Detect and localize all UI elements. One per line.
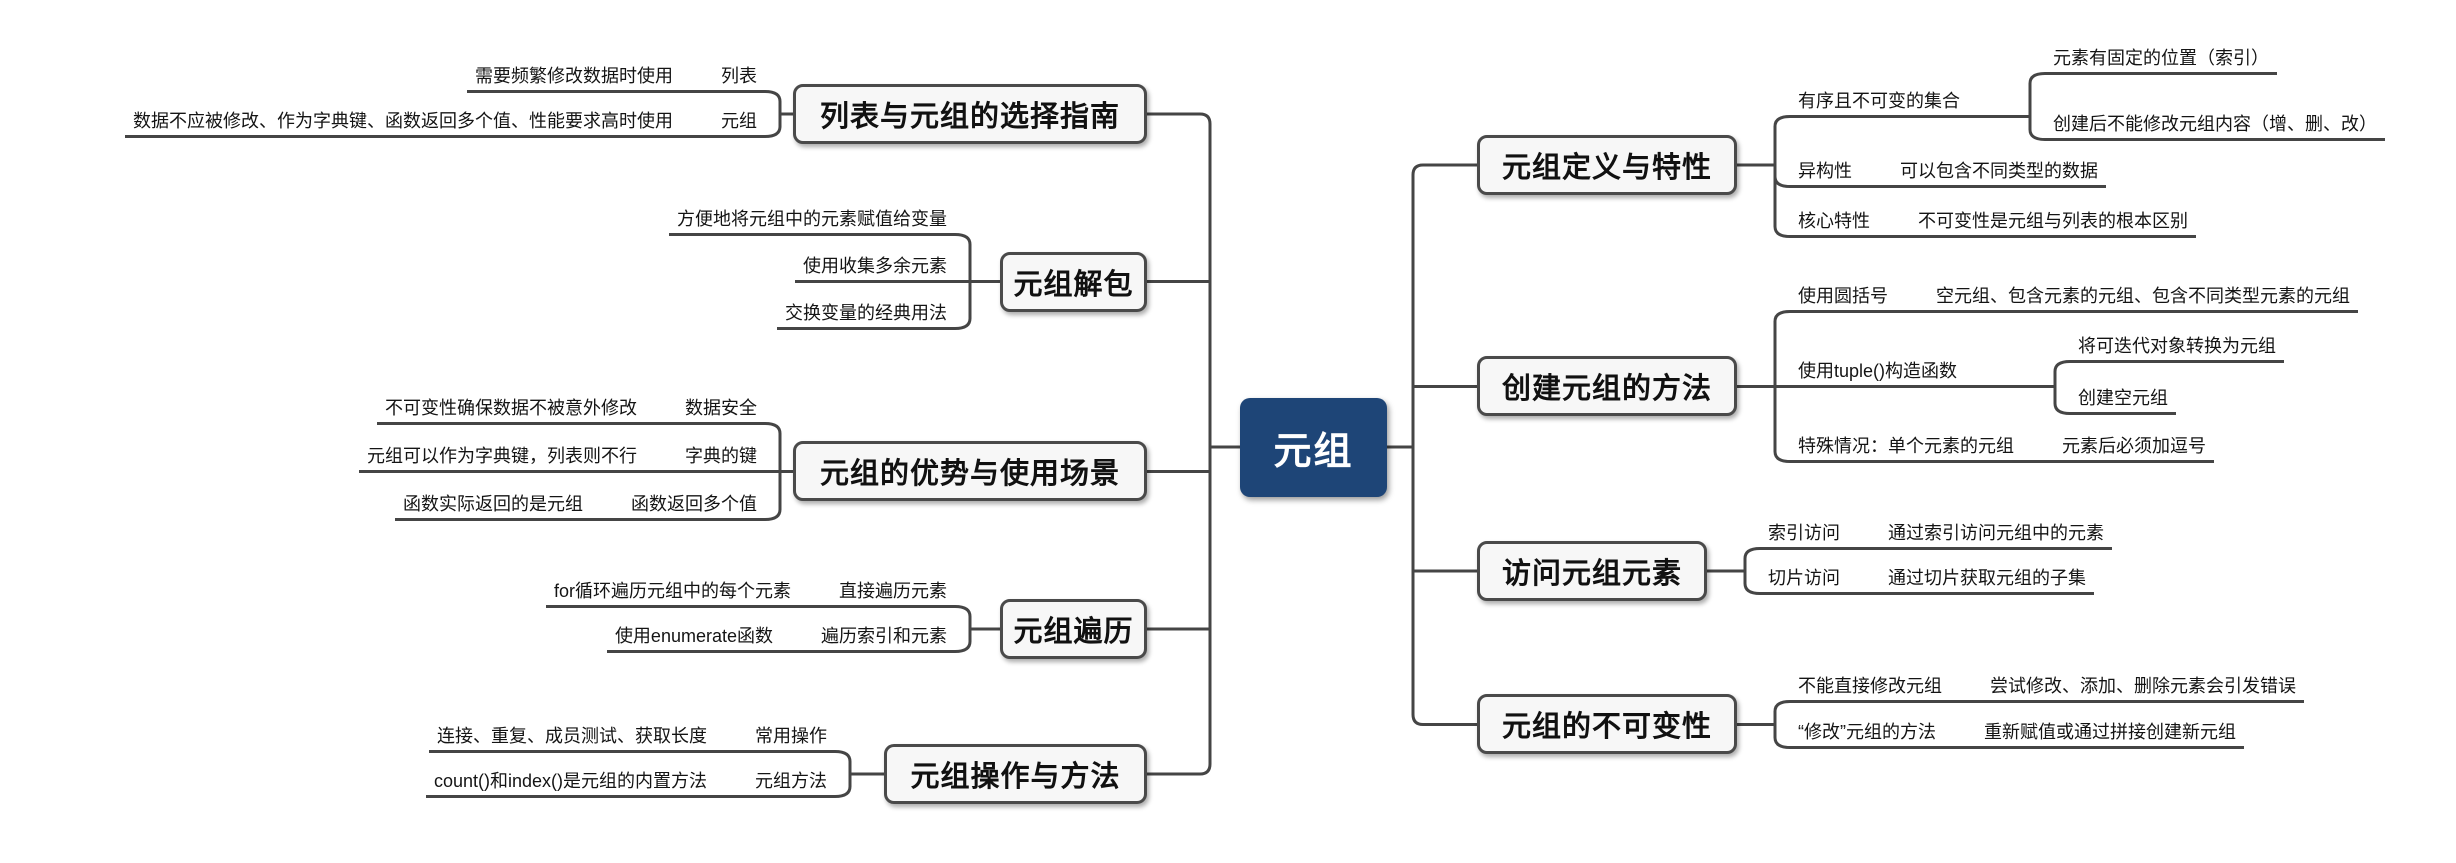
leaf-detail: 连接、重复、成员测试、获取长度 xyxy=(437,726,707,746)
leaf-detail: 元素后必须加逗号 xyxy=(2062,436,2206,456)
leaf-dict-key[interactable]: 元组可以作为字典键，列表则不行 字典的键 xyxy=(359,444,765,473)
leaf-unpack-star[interactable]: 使用收集多余元素 xyxy=(795,254,955,283)
leaf-detail: 元组可以作为字典键，列表则不行 xyxy=(367,446,637,466)
leaf-builtin-methods[interactable]: count()和index()是元组的内置方法 元组方法 xyxy=(425,769,835,798)
branch-topic-tuple-operations[interactable]: 元组操作与方法 xyxy=(884,744,1147,804)
leaf-label: 直接遍历元素 xyxy=(839,581,947,601)
branch-topic-tuple-advantages[interactable]: 元组的优势与使用场景 xyxy=(793,441,1147,501)
leaf-label: 有序且不可变的集合 xyxy=(1798,91,1960,111)
branch-topic-tuple-access[interactable]: 访问元组元素 xyxy=(1477,541,1707,601)
leaf-label: 使用圆括号 xyxy=(1798,286,1888,306)
leaf-label: 异构性 xyxy=(1798,161,1852,181)
leaf-when-to-use-tuple[interactable]: 数据不应被修改、作为字典键、函数返回多个值、性能要求高时使用 元组 xyxy=(125,109,765,138)
leaf-label: 索引访问 xyxy=(1768,523,1840,543)
branch-l1-bracket xyxy=(763,90,795,138)
left-trunk-line xyxy=(1145,112,1242,776)
leaf-detail: 尝试修改、添加、删除元素会引发错误 xyxy=(1990,676,2296,696)
leaf-label: 函数返回多个值 xyxy=(631,494,757,514)
branch-r1-sub-bracket xyxy=(2028,72,2047,141)
branch-r3-bracket xyxy=(1705,547,1762,595)
branch-topic-list-vs-tuple-guide[interactable]: 列表与元组的选择指南 xyxy=(793,84,1147,144)
branch-topic-tuple-unpacking[interactable]: 元组解包 xyxy=(1000,252,1147,312)
leaf-core-trait[interactable]: 核心特性 不可变性是元组与列表的根本区别 xyxy=(1790,209,2196,238)
central-topic-tuple[interactable]: 元组 xyxy=(1240,398,1387,497)
leaf-detail: 可以包含不同类型的数据 xyxy=(1900,161,2098,181)
leaf-detail: 不可变性确保数据不被意外修改 xyxy=(385,398,637,418)
leaf-label: “修改”元组的方法 xyxy=(1798,722,1936,742)
branch-l2-bracket xyxy=(953,233,1002,330)
leaf-no-modify-after-create[interactable]: 创建后不能修改元组内容（增、删、改） xyxy=(2045,112,2385,141)
leaf-detail: 不可变性是元组与列表的根本区别 xyxy=(1918,211,2188,231)
leaf-detail: 交换变量的经典用法 xyxy=(785,303,947,323)
branch-r2-bracket xyxy=(1735,310,1792,463)
leaf-common-ops[interactable]: 连接、重复、成员测试、获取长度 常用操作 xyxy=(429,724,835,753)
branch-topic-tuple-iteration[interactable]: 元组遍历 xyxy=(1000,599,1147,659)
leaf-detail: 空元组、包含元素的元组、包含不同类型元素的元组 xyxy=(1936,286,2350,306)
leaf-detail: 通过索引访问元组中的元素 xyxy=(1888,523,2104,543)
leaf-single-element-tuple[interactable]: 特殊情况：单个元素的元组 元素后必须加逗号 xyxy=(1790,434,2214,463)
leaf-for-loop[interactable]: for循环遍历元组中的每个元素 直接遍历元素 xyxy=(545,579,955,608)
leaf-label: 常用操作 xyxy=(755,726,827,746)
leaf-unpack-swap[interactable]: 交换变量的经典用法 xyxy=(777,301,955,330)
branch-r1-bracket xyxy=(1735,115,1792,238)
leaf-detail: 通过切片获取元组的子集 xyxy=(1888,568,2086,588)
branch-topic-tuple-immutability[interactable]: 元组的不可变性 xyxy=(1477,694,1737,754)
leaf-detail: 使用收集多余元素 xyxy=(803,256,947,276)
leaf-detail: 元素有固定的位置（索引） xyxy=(2053,48,2269,68)
leaf-cannot-modify[interactable]: 不能直接修改元组 尝试修改、添加、删除元素会引发错误 xyxy=(1790,674,2304,703)
leaf-parentheses[interactable]: 使用圆括号 空元组、包含元素的元组、包含不同类型元素的元组 xyxy=(1790,284,2358,313)
leaf-slice-access[interactable]: 切片访问 通过切片获取元组的子集 xyxy=(1760,566,2094,595)
leaf-detail: 使用enumerate函数 xyxy=(614,626,773,646)
leaf-ordered-immutable[interactable]: 有序且不可变的集合 xyxy=(1790,89,2030,118)
leaf-detail: 数据不应被修改、作为字典键、函数返回多个值、性能要求高时使用 xyxy=(133,111,673,131)
branch-topic-tuple-creation[interactable]: 创建元组的方法 xyxy=(1477,356,1737,416)
leaf-detail: 重新赋值或通过拼接创建新元组 xyxy=(1984,722,2236,742)
leaf-label: 元组 xyxy=(721,111,757,131)
leaf-label: 不能直接修改元组 xyxy=(1798,676,1942,696)
branch-l4-bracket xyxy=(953,605,1002,653)
leaf-modify-workaround[interactable]: “修改”元组的方法 重新赋值或通过拼接创建新元组 xyxy=(1790,720,2244,749)
leaf-create-empty-tuple[interactable]: 创建空元组 xyxy=(2070,386,2176,415)
leaf-detail: 将可迭代对象转换为元组 xyxy=(2078,336,2276,356)
leaf-multi-return[interactable]: 函数实际返回的是元组 函数返回多个值 xyxy=(395,492,765,521)
leaf-iterable-to-tuple[interactable]: 将可迭代对象转换为元组 xyxy=(2070,334,2284,363)
leaf-detail: 创建后不能修改元组内容（增、删、改） xyxy=(2053,114,2377,134)
leaf-tuple-constructor[interactable]: 使用tuple()构造函数 xyxy=(1790,359,2055,388)
branch-l3-bracket xyxy=(763,422,795,521)
leaf-detail: count()和index()是元组的内置方法 xyxy=(433,771,707,791)
leaf-detail: 方便地将元组中的元素赋值给变量 xyxy=(677,209,947,229)
branch-r4-bracket xyxy=(1735,700,1792,749)
leaf-label: 元组方法 xyxy=(755,771,827,791)
leaf-label: 切片访问 xyxy=(1768,568,1840,588)
leaf-label: 遍历索引和元素 xyxy=(821,626,947,646)
leaf-detail: 创建空元组 xyxy=(2078,388,2168,408)
leaf-index-access[interactable]: 索引访问 通过索引访问元组中的元素 xyxy=(1760,521,2112,550)
leaf-data-safety[interactable]: 不可变性确保数据不被意外修改 数据安全 xyxy=(377,396,765,425)
branch-topic-tuple-definition[interactable]: 元组定义与特性 xyxy=(1477,135,1737,195)
leaf-fixed-position[interactable]: 元素有固定的位置（索引） xyxy=(2045,46,2277,75)
branch-r2-sub-bracket xyxy=(2053,360,2072,415)
leaf-detail: 需要频繁修改数据时使用 xyxy=(475,66,673,86)
leaf-heterogeneous[interactable]: 异构性 可以包含不同类型的数据 xyxy=(1790,159,2106,188)
leaf-detail: for循环遍历元组中的每个元素 xyxy=(553,581,791,601)
leaf-unpack-assign[interactable]: 方便地将元组中的元素赋值给变量 xyxy=(669,207,955,236)
leaf-label: 字典的键 xyxy=(685,446,757,466)
branch-l5-bracket xyxy=(833,750,886,798)
leaf-enumerate[interactable]: 使用enumerate函数 遍历索引和元素 xyxy=(606,624,955,653)
leaf-label: 数据安全 xyxy=(685,398,757,418)
leaf-when-to-use-list[interactable]: 需要频繁修改数据时使用 列表 xyxy=(467,64,765,93)
leaf-detail: 函数实际返回的是元组 xyxy=(403,494,583,514)
leaf-label: 核心特性 xyxy=(1798,211,1870,231)
leaf-label: 列表 xyxy=(721,66,757,86)
leaf-label: 使用tuple()构造函数 xyxy=(1798,361,1958,381)
right-trunk-line xyxy=(1385,163,1479,726)
leaf-label: 特殊情况：单个元素的元组 xyxy=(1798,436,2014,456)
